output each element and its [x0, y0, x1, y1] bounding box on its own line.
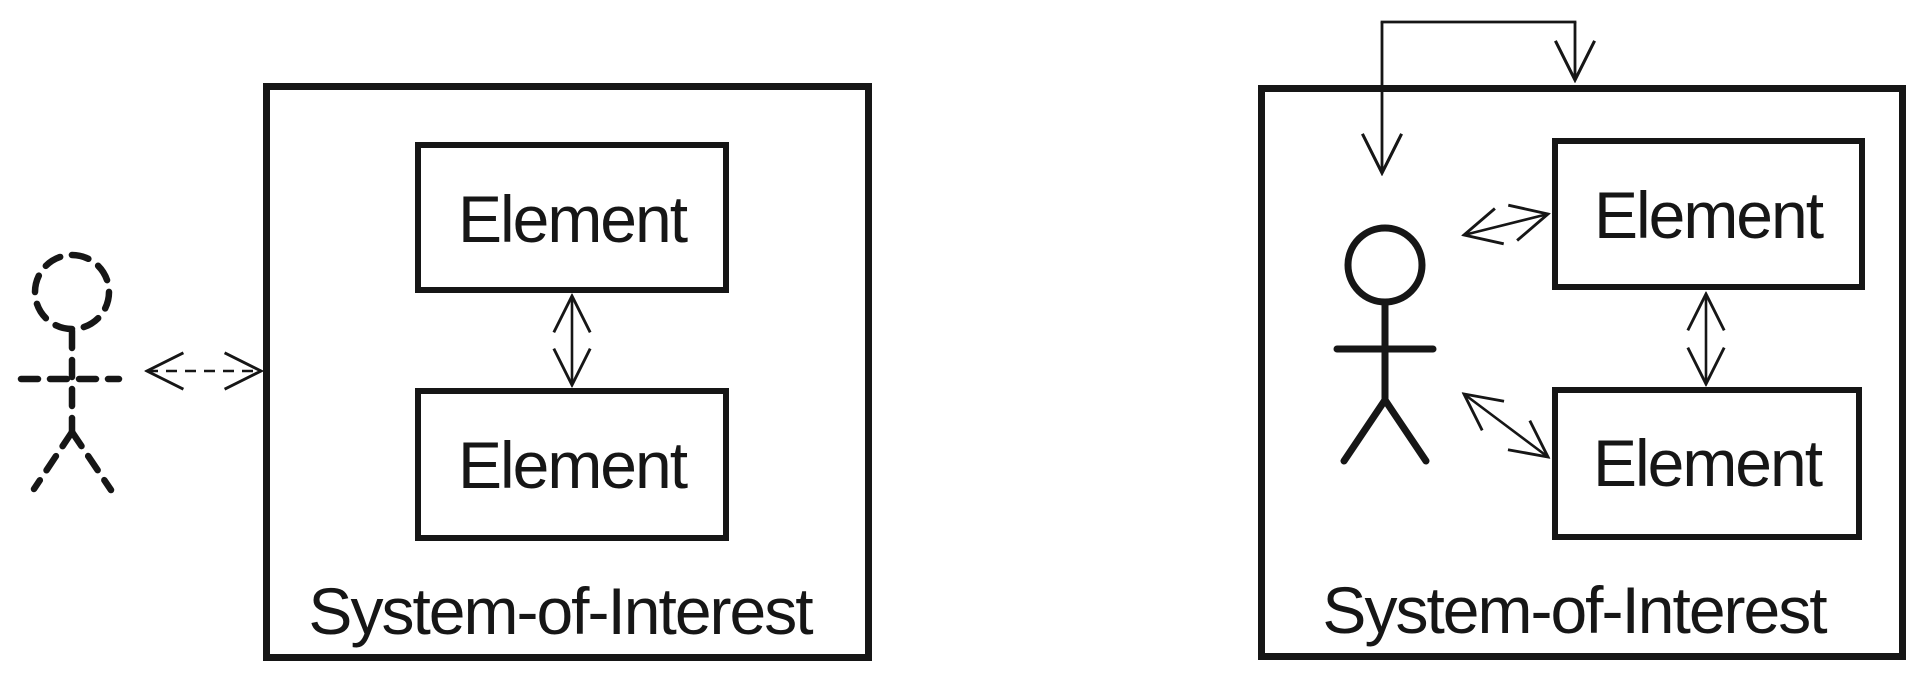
actor-head: [1344, 224, 1426, 306]
left-diagram: Element Element System-of-Interest: [17, 83, 872, 661]
stick-figure-dashed-icon: [17, 251, 123, 494]
element-box-top: [1552, 138, 1865, 290]
external-feedback-loop-arrow: [1381, 20, 1577, 173]
system-boundary-box: [1258, 85, 1906, 660]
element-label-top: Element: [1594, 178, 1824, 252]
element-box-top: [415, 142, 729, 293]
system-title: System-of-Interest: [308, 574, 813, 648]
actor-bottom-element-arrow: [1464, 394, 1548, 457]
actor-leg-left: [1340, 396, 1389, 465]
actor-leg-right: [68, 428, 115, 494]
element-label-top: Element: [458, 182, 688, 256]
element-label-bottom: Element: [458, 428, 688, 502]
actor-top-element-arrow: [1464, 214, 1548, 235]
element-box-bottom: [415, 388, 729, 541]
element-box-bottom: [1552, 387, 1862, 540]
right-diagram: Element Element System-of-Interest: [1258, 20, 1906, 660]
stick-figure-solid-icon: [1333, 224, 1437, 465]
element-label-bottom: Element: [1593, 426, 1823, 500]
system-title: System-of-Interest: [1322, 573, 1827, 647]
system-boundary-box: [263, 83, 872, 661]
actor-head: [31, 251, 113, 333]
actor-leg-right: [1381, 396, 1430, 465]
actor-leg-left: [30, 428, 76, 493]
